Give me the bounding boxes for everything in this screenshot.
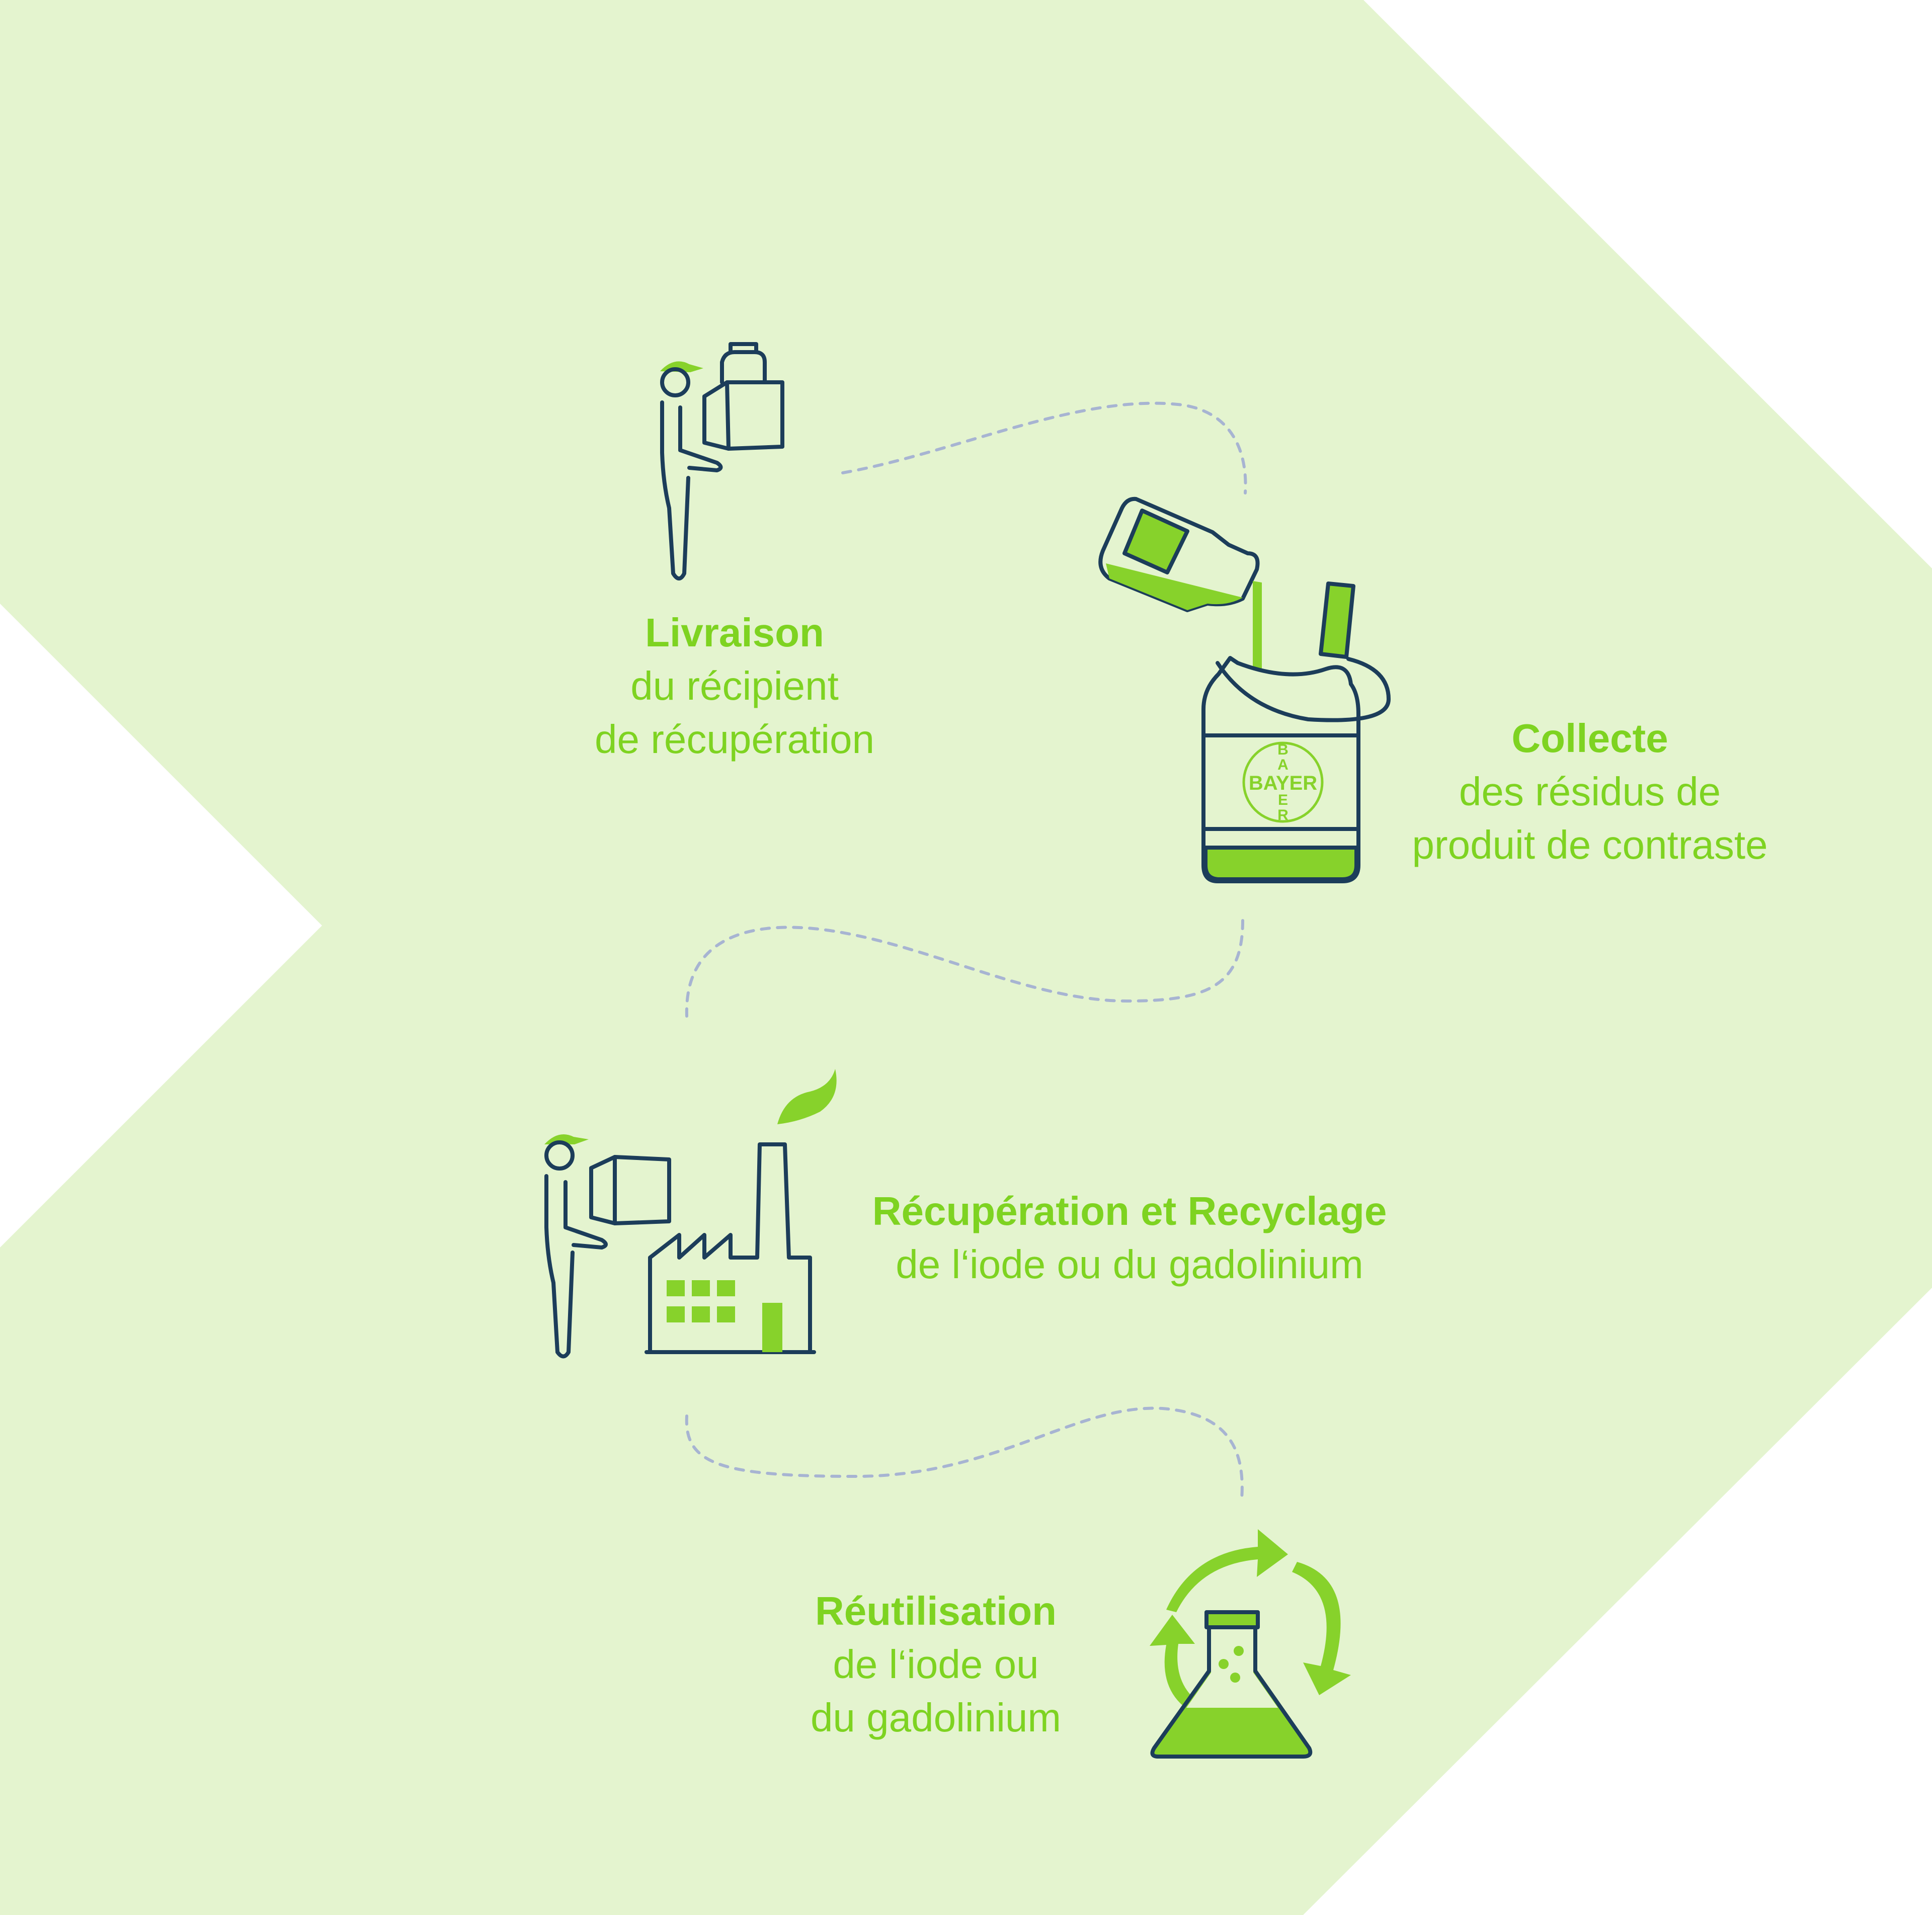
smoke	[777, 1069, 837, 1124]
factory-windows	[667, 1280, 782, 1352]
step-description-line: de l‘iode ou	[833, 1642, 1039, 1687]
svg-text:B: B	[1277, 741, 1289, 758]
factory-outline	[648, 1142, 812, 1354]
body	[544, 1174, 575, 1359]
step-description-line: de récupération	[595, 717, 874, 762]
flask	[1150, 1610, 1313, 1759]
connector-path-3	[685, 1406, 1244, 1501]
step-description-line: produit de contraste	[1412, 822, 1768, 867]
body	[660, 400, 690, 580]
step-title: Réutilisation	[815, 1589, 1057, 1633]
step-description-line: du gadolinium	[810, 1695, 1062, 1740]
svg-text:R: R	[1277, 807, 1289, 823]
connector-path-1	[841, 401, 1247, 494]
head	[660, 367, 690, 397]
step-title: Récupération et Recyclage	[872, 1189, 1387, 1233]
step-livraison-label: Livraison du récipient de récupération	[543, 606, 926, 766]
jug	[720, 342, 767, 384]
recycle-arrows-icon	[1150, 1529, 1351, 1715]
bottle-liquid	[1106, 563, 1243, 610]
step-description-line: de l‘iode ou du gadolinium	[896, 1242, 1363, 1287]
collection-container-icon: BAYER B A E R	[1098, 496, 1391, 883]
connector-paths	[685, 401, 1247, 1501]
step-title: Collecte	[1511, 716, 1668, 761]
liquid-stream	[1253, 581, 1262, 669]
svg-text:A: A	[1277, 757, 1289, 773]
step-title: Livraison	[645, 610, 824, 655]
factory-icon	[544, 1069, 837, 1359]
step-description-line: des résidus de	[1459, 769, 1721, 814]
container-liquid	[1203, 846, 1358, 881]
arm	[564, 1180, 608, 1250]
step-recyclage-label: Récupération et Recyclage de l‘iode ou d…	[785, 1185, 1474, 1291]
step-collecte-label: Collecte des résidus de produit de contr…	[1358, 712, 1821, 872]
step-description-line: du récipient	[630, 663, 839, 708]
recycle-flask-icon	[1150, 1529, 1351, 1759]
box-edge	[725, 380, 731, 451]
connector-path-2	[685, 919, 1244, 1018]
cap-lid	[1319, 581, 1355, 659]
container-seam	[1201, 733, 1360, 831]
svg-text:E: E	[1278, 792, 1288, 808]
container-body	[1201, 656, 1360, 883]
logo-text: BAYER	[1249, 772, 1317, 794]
arm	[678, 405, 723, 472]
delivery-person-icon	[660, 342, 784, 580]
bottle-label	[1122, 509, 1189, 574]
step-reutilisation-label: Réutilisation de l‘iode ou du gadolinium	[735, 1585, 1137, 1744]
logo-icon: BAYER B A E R	[1242, 741, 1324, 823]
head	[544, 1140, 575, 1171]
